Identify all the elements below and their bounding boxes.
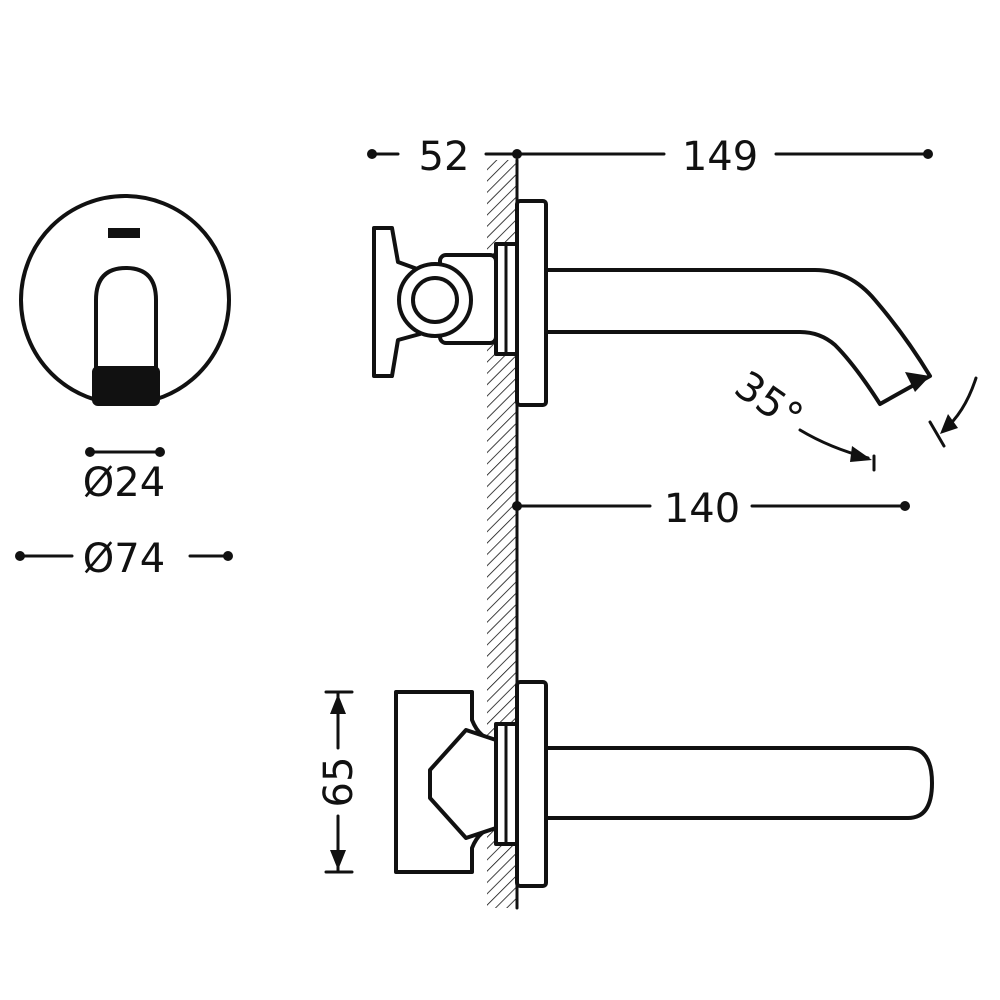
spout-projection-label: 149 xyxy=(682,134,758,180)
top-view xyxy=(394,680,934,888)
angle-label: 35° xyxy=(726,363,810,441)
spout-outlet xyxy=(905,372,930,392)
plate-diameter-dimension: Ø74 xyxy=(15,536,233,582)
outlet-diameter-dimension: Ø24 xyxy=(83,447,165,506)
spout-reach-dimension: 140 xyxy=(512,486,910,532)
spout-reach-label: 140 xyxy=(664,486,740,532)
wall-plate-side xyxy=(515,199,548,407)
spout-top xyxy=(544,746,934,820)
logo-mark xyxy=(108,228,140,238)
handle-depth-label: 52 xyxy=(419,134,470,180)
plate-diameter-label: Ø74 xyxy=(83,536,165,582)
handle-hub-inner xyxy=(411,276,459,324)
spout-outline-front xyxy=(94,266,158,382)
outlet-aerator xyxy=(92,366,160,406)
side-view xyxy=(372,199,932,407)
overall-depth-dimension: 52 149 xyxy=(367,134,933,180)
plate-height-dimension: 65 xyxy=(316,690,362,874)
angle-annotation: 35° xyxy=(726,363,978,472)
plate-height-label: 65 xyxy=(316,757,362,808)
front-view xyxy=(19,194,231,406)
wall-plate-top xyxy=(515,680,548,888)
outlet-diameter-label: Ø24 xyxy=(83,460,165,506)
